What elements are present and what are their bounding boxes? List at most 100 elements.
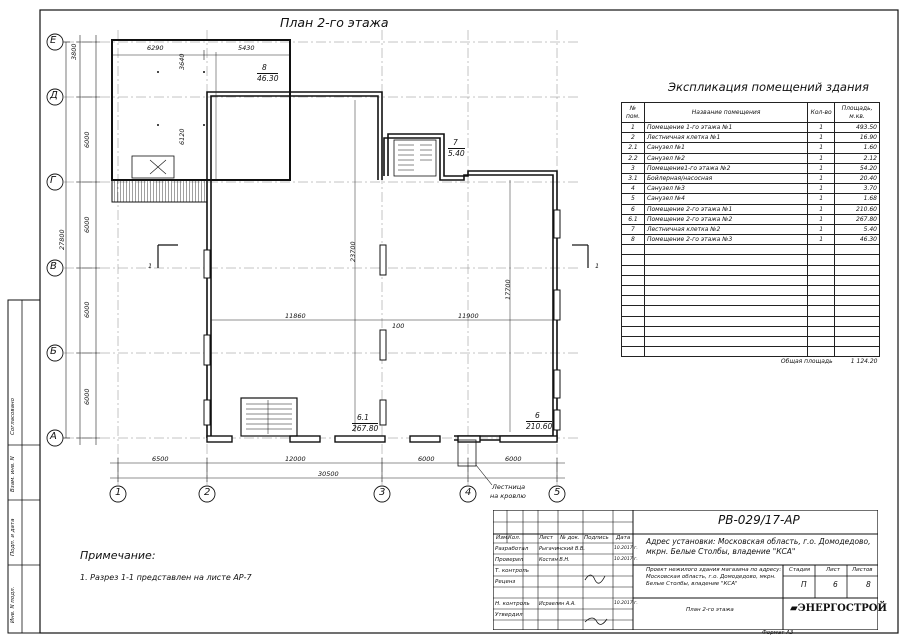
room-7-area: 5.40 bbox=[448, 148, 465, 158]
company-logo: ▰ЭНЕРГОСТРОЙ bbox=[790, 603, 887, 614]
dim-inner-2: 6120 bbox=[178, 128, 186, 145]
axis-row-bubble bbox=[46, 173, 64, 191]
dim-bottom-4: 6000 bbox=[505, 455, 522, 463]
explication-cell-name: Санузел №1 bbox=[643, 142, 809, 154]
explication-cell-name: Помещение 2-го этажа №2 bbox=[643, 213, 809, 225]
dim-left-1: 3800 bbox=[70, 43, 78, 60]
explication-empty-row bbox=[621, 244, 880, 256]
section-mark-right: 1 bbox=[595, 262, 600, 270]
explication-cell-name: Помещение 2-го этажа №3 bbox=[643, 234, 809, 246]
explication-cell-num: 6.1 bbox=[621, 213, 645, 225]
axis-col-bubble bbox=[109, 485, 127, 503]
explication-cell-num: 8 bbox=[621, 234, 645, 246]
room-6-1-area: 267.80 bbox=[352, 423, 379, 433]
room-6-num: 6 bbox=[535, 411, 540, 420]
dim-inner-1: 3640 bbox=[178, 53, 186, 70]
explication-cell-qty: 1 bbox=[807, 223, 836, 236]
explication-table: № пом. Название помещения Кол-во Площадь… bbox=[621, 102, 880, 367]
room-8-area: 46.30 bbox=[257, 73, 279, 83]
axis-row-bubble bbox=[46, 344, 64, 362]
explication-empty-row bbox=[621, 284, 880, 297]
stamp-col-sign: Подпись bbox=[584, 535, 609, 541]
axis-col-label: 1 bbox=[115, 487, 122, 498]
explication-empty-row bbox=[621, 305, 880, 317]
explication-cell-num: 2 bbox=[621, 132, 645, 144]
explication-empty-row bbox=[621, 335, 880, 348]
explication-cell-num: 2.1 bbox=[621, 142, 645, 154]
explication-cell-name: Лестничная клетка №2 bbox=[643, 223, 809, 236]
room-8-num: 8 bbox=[262, 63, 267, 72]
stamp-project: Проект нежилого здания магазина по адрес… bbox=[646, 567, 782, 587]
explication-cell-qty: 1 bbox=[807, 162, 836, 174]
stamp-role-approve: Утвердил bbox=[495, 612, 523, 618]
explication-cell-num: 3 bbox=[621, 162, 645, 174]
explication-cell-name: Бойлерная/насосная bbox=[643, 172, 809, 185]
side-label-agreed: Согласовано bbox=[10, 398, 16, 435]
explication-cell-qty: 1 bbox=[807, 121, 836, 134]
doc-code: РВ-029/17-АР bbox=[718, 513, 800, 527]
room-6-1-num: 6.1 bbox=[357, 413, 369, 422]
axis-row-label: Д bbox=[50, 90, 58, 101]
stamp-date-3: 10.2017 г. bbox=[614, 601, 638, 606]
explication-cell-name: Санузел №4 bbox=[643, 193, 809, 205]
stamp-role-checker: Проверил bbox=[495, 557, 524, 563]
stamp-role-tech: Т. контроль bbox=[495, 568, 529, 574]
stage-header-sheet: Лист bbox=[826, 567, 840, 573]
side-stamp-frame bbox=[7, 299, 41, 634]
stamp-col-doc: № док. bbox=[560, 535, 580, 541]
explication-cell-qty: 1 bbox=[807, 203, 836, 215]
dim-bottom-2: 12000 bbox=[285, 455, 306, 463]
stamp-role-developer: Разработал bbox=[495, 546, 529, 552]
explication-total-label: Общая площадь bbox=[780, 358, 833, 366]
explication-header-num: № пом. bbox=[621, 102, 645, 123]
room-6-area: 210.60 bbox=[526, 421, 553, 431]
explication-cell-qty: 1 bbox=[807, 213, 836, 225]
stamp-col-list: Лист bbox=[539, 535, 553, 541]
company-logo-icon: ▰ bbox=[790, 603, 798, 614]
explication-cell-area: 16.90 bbox=[834, 132, 880, 144]
dim-left-total: 27800 bbox=[58, 229, 66, 250]
sheet-format: Формат А3 bbox=[762, 630, 794, 636]
explication-cell-area: 267.80 bbox=[834, 213, 880, 225]
axis-col-label: 2 bbox=[204, 487, 211, 498]
explication-cell-qty: 1 bbox=[807, 172, 836, 185]
dim-left-5: 6000 bbox=[83, 388, 91, 405]
explication-empty-row bbox=[621, 274, 880, 287]
dim-inner-4: 11860 bbox=[285, 312, 306, 320]
stamp-col-kol: Кол. bbox=[508, 535, 521, 541]
axis-col-label: 4 bbox=[465, 487, 472, 498]
explication-total-value: 1 124.20 bbox=[850, 358, 878, 366]
dim-inner-7: 100 bbox=[392, 322, 405, 330]
explication-empty-row bbox=[621, 325, 880, 337]
notes-heading: Примечание: bbox=[80, 549, 156, 562]
explication-empty-row bbox=[621, 295, 880, 307]
stage-header-stage: Стадия bbox=[789, 567, 811, 573]
explication-cell-name: Санузел №2 bbox=[643, 152, 809, 164]
axis-row-label: В bbox=[50, 261, 57, 272]
explication-cell-num: 7 bbox=[621, 223, 645, 236]
stage-header-sheets: Листов bbox=[852, 567, 873, 573]
explication-cell-qty: 1 bbox=[807, 234, 836, 246]
dim-left-3: 6000 bbox=[83, 216, 91, 233]
explication-cell-name: Санузел №3 bbox=[643, 183, 809, 195]
axis-col-label: 5 bbox=[554, 487, 561, 498]
stamp-col-date: Дата bbox=[616, 535, 631, 541]
explication-cell-name: Помещение1-го этажа №2 bbox=[643, 162, 809, 174]
stamp-col-izm: Изм. bbox=[496, 535, 509, 541]
explication-empty-row bbox=[621, 315, 880, 327]
axis-row-bubble bbox=[46, 88, 64, 106]
axis-col-bubble bbox=[198, 485, 216, 503]
axis-col-label: 3 bbox=[379, 487, 386, 498]
explication-total-row: Общая площадь 1 124.20 bbox=[622, 357, 880, 367]
explication-cell-area: 20.40 bbox=[834, 172, 880, 185]
